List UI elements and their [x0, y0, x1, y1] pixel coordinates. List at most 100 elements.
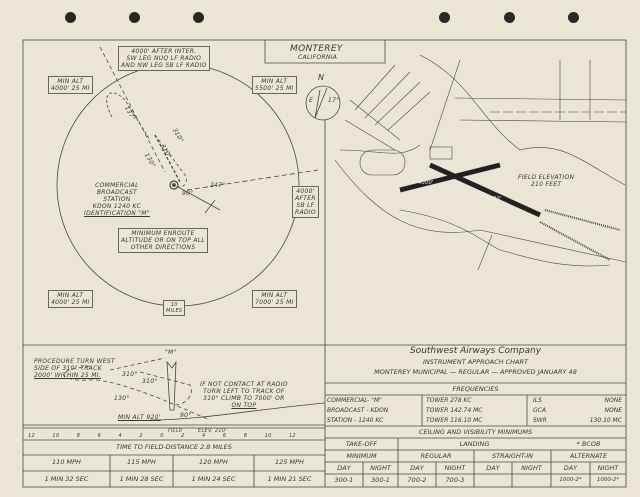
landing-header: LANDING: [459, 440, 490, 448]
cell: COMMERCIAL- "M": [327, 397, 382, 404]
note-line: SW LEG NUQ LF RADIO: [126, 55, 202, 62]
line: ON TOP: [231, 402, 257, 409]
takeoff-header: TAKE-OFF: [345, 440, 378, 448]
label: MIN ALT: [57, 78, 84, 85]
binder-hole: [193, 12, 204, 23]
label: MIN ALT: [261, 292, 288, 299]
minimum-value: 1000-2*: [596, 477, 620, 483]
line: MILES: [166, 308, 183, 314]
bcob-note: * BCOB: [576, 440, 601, 448]
minimums-title: CEILING AND VISIBILITY MINIMUMS: [418, 428, 533, 436]
heading-label: 247°: [210, 182, 226, 189]
speed: 125 MPH: [275, 458, 304, 466]
line: 310° CLIMB TO 7000' OR: [203, 395, 285, 402]
line: OTHER DIRECTIONS: [130, 244, 196, 251]
chart-title: MONTEREY: [290, 44, 343, 54]
compass-rose: [305, 85, 341, 121]
sub-header: DAY: [337, 464, 351, 472]
station-symbol: [169, 180, 179, 190]
runway-a: [399, 162, 501, 193]
chart-approval: MONTEREY MUNICIPAL — REGULAR — APPROVED …: [374, 368, 577, 376]
outer-frame: [22, 39, 627, 488]
minimum-value: 700-3: [445, 476, 465, 484]
speed: 120 MPH: [199, 458, 228, 466]
elevation-label: ELEV. 210': [198, 428, 228, 434]
minimum-value: 700-2: [407, 476, 427, 484]
regular-header: REGULAR: [420, 452, 452, 460]
heading-label: 130°: [114, 395, 130, 402]
runway-a-length: 4000': [418, 180, 434, 186]
heading-label: 310°: [122, 371, 138, 378]
binder-hole: [439, 12, 450, 23]
line: 210 FEET: [530, 181, 562, 188]
straight-in-header: STRAIGHT-IN: [491, 452, 534, 460]
cell: ILS: [533, 397, 542, 404]
time: 1 MIN 32 SEC: [44, 475, 89, 483]
airport-map: [334, 54, 627, 271]
speed: 110 MPH: [52, 458, 81, 466]
cell: 130.10 MC: [589, 417, 622, 424]
chart-type: INSTRUMENT APPROACH CHART: [423, 358, 528, 366]
scale-tick: 8: [243, 433, 248, 439]
runway-b: [428, 162, 542, 218]
scale-tick: 8: [76, 433, 81, 439]
sub-header: DAY: [410, 464, 424, 472]
scale-tick: 4: [201, 433, 206, 439]
line: ALTITUDE OR ON TOP ALL: [121, 237, 206, 244]
runway-b-length: 5000': [486, 196, 502, 202]
scale-tick: 0: [160, 433, 164, 439]
fix-label: "M": [165, 349, 177, 356]
value: 4000' 25 MI: [51, 85, 90, 92]
value: 7000' 25 MI: [255, 299, 294, 306]
compass-variation-dir: E: [309, 97, 314, 104]
line: KDON 1240 KC: [92, 203, 142, 210]
scale-tick: 2: [181, 433, 185, 439]
minimum-header: MINIMUM: [346, 452, 377, 460]
line: AFTER: [295, 195, 316, 202]
cell: NONE: [604, 397, 623, 404]
note-top: 4000' AFTER INTER. SW LEG NUQ LF RADIO A…: [118, 46, 210, 71]
value: 4000' 25 MI: [51, 299, 90, 306]
time: 1 MIN 21 SEC: [267, 475, 312, 483]
line: PROCEDURE TURN WEST: [34, 358, 115, 365]
line: SIDE OF 310° TRACK: [34, 365, 102, 372]
time-table-title: TIME TO FIELD-DISTANCE 2.8 MILES: [116, 443, 232, 451]
scale-tick: 10: [264, 433, 272, 439]
line: IDENTIFICATION "M": [84, 210, 150, 217]
sub-header: NIGHT: [597, 464, 619, 472]
cell: TOWER 278 KC: [426, 397, 472, 404]
line: FIELD ELEVATION: [518, 174, 575, 181]
cell: SWR: [533, 417, 547, 424]
scale-tick: 12: [288, 433, 296, 439]
frequencies-title: FREQUENCIES: [452, 385, 499, 393]
minimum-value: 300-1: [334, 476, 354, 484]
heading-label: 90°: [182, 190, 194, 197]
binder-hole: [568, 12, 579, 23]
inbound-track: [99, 46, 166, 173]
line: IF NOT CONTACT AT RADIO: [200, 381, 288, 388]
fix-cone: [166, 360, 177, 411]
label: MIN ALT: [261, 78, 288, 85]
scale-tick: 6: [222, 433, 227, 439]
scale-tick: 6: [97, 433, 102, 439]
label: MIN ALT: [57, 292, 84, 299]
profile-procedure-turn: [63, 365, 176, 406]
cell: TOWER 142.74 MC: [426, 407, 483, 414]
minimum-value: 300-1: [371, 476, 390, 484]
cell: NONE: [604, 407, 623, 414]
line: BROADCAST: [96, 189, 138, 196]
line: TURN LEFT TO TRACK OF: [203, 388, 285, 395]
sub-header: NIGHT: [521, 464, 542, 472]
